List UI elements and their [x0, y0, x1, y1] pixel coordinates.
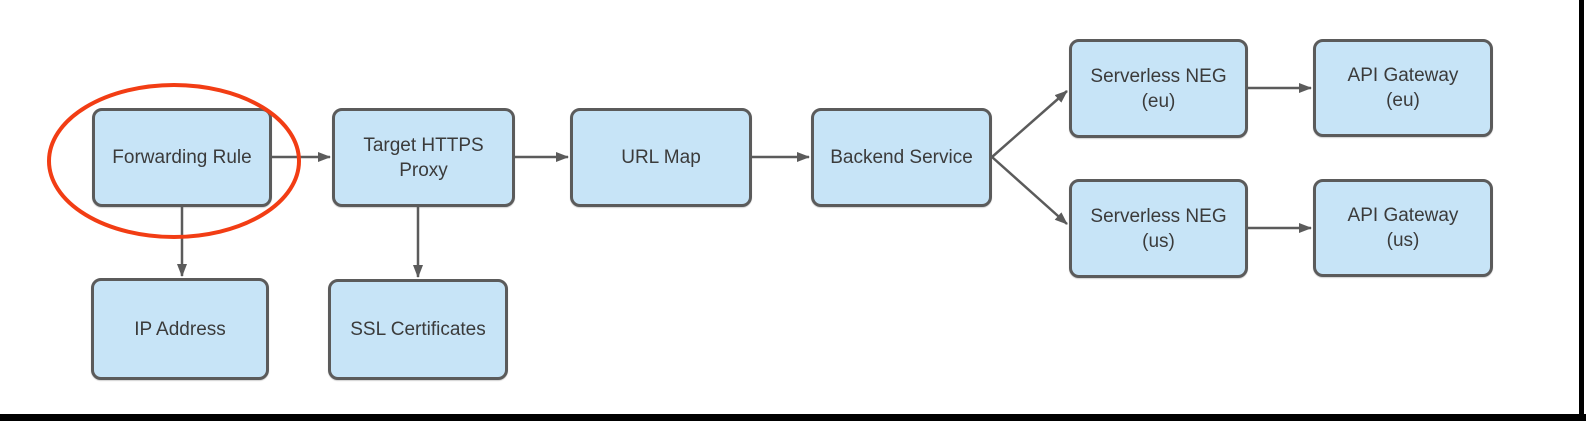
- node-url-map-label: URL Map: [621, 147, 701, 168]
- node-ip-address: IP Address: [91, 278, 269, 380]
- node-ip-address-label: IP Address: [134, 318, 226, 340]
- node-api-gateway-us: API Gateway (us): [1313, 179, 1493, 277]
- node-forwarding-rule-label: Forwarding Rule: [112, 147, 252, 168]
- node-forwarding-rule: Forwarding Rule: [92, 108, 272, 207]
- node-api-gateway-us-label-line1: API Gateway: [1347, 205, 1459, 226]
- edge-backend-service-to-serverless-neg-eu: [991, 90, 1068, 158]
- window-edge-bottom: [0, 414, 1586, 421]
- node-serverless-neg-us-label-line1: Serverless NEG: [1090, 205, 1227, 227]
- node-api-gateway-eu-label-line2: (eu): [1386, 90, 1420, 111]
- node-serverless-neg-eu-label-line1: Serverless NEG: [1090, 65, 1227, 87]
- node-target-https-proxy-label-line1: Target HTTPS: [363, 134, 484, 156]
- node-api-gateway-us-label-line2: (us): [1386, 230, 1420, 251]
- node-ssl-certificates-label: SSL Certificates: [350, 319, 486, 340]
- node-serverless-neg-eu-label-line2: (eu): [1141, 90, 1176, 112]
- node-serverless-neg-us: Serverless NEG (us): [1069, 179, 1248, 278]
- node-target-https-proxy: Target HTTPS Proxy: [332, 108, 515, 207]
- node-target-https-proxy-label-line2: Proxy: [399, 159, 448, 181]
- node-url-map: URL Map: [570, 108, 752, 207]
- edge-backend-service-to-serverless-neg-us: [991, 156, 1068, 225]
- node-api-gateway-eu-label-line1: API Gateway: [1347, 65, 1459, 86]
- node-ssl-certificates: SSL Certificates: [328, 279, 508, 380]
- node-api-gateway-eu: API Gateway (eu): [1313, 39, 1493, 137]
- node-serverless-neg-us-label-line2: (us): [1142, 230, 1175, 252]
- window-edge-right: [1579, 0, 1584, 421]
- node-backend-service-label: Backend Service: [830, 147, 973, 168]
- node-serverless-neg-eu: Serverless NEG (eu): [1069, 39, 1248, 138]
- node-backend-service: Backend Service: [811, 108, 992, 207]
